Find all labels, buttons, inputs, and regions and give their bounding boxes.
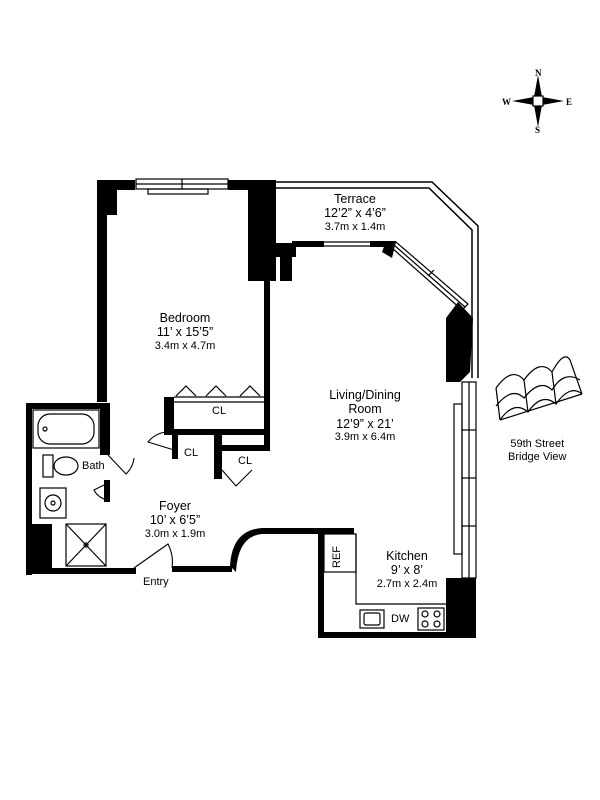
bath-sink (39, 487, 67, 519)
bridge-view-line2: Bridge View (508, 450, 567, 463)
interior-doors (93, 431, 253, 569)
ref-label: REF (331, 546, 343, 568)
bedroom-name: Bedroom (159, 311, 211, 325)
kitchen-label: Kitchen 9’ x 8’ 2.7m x 2.4m (362, 549, 452, 590)
closet-label-left: CL (184, 447, 199, 459)
closet-label-bedroom: CL (212, 405, 227, 417)
bedroom-label: Bedroom 11’ x 15’5” 3.4m x 4.7m (130, 311, 240, 352)
living-dining-name-room: Room (348, 402, 382, 417)
walls (26, 180, 476, 638)
living-dining-name: Living/Dining (329, 388, 401, 402)
dishwasher-label: DW (391, 613, 410, 625)
foyer-metric: 3.0m x 1.9m (144, 527, 206, 540)
closet-label-right: CL (238, 455, 253, 467)
kitchen-dimensions: 9’ x 8’ (390, 563, 424, 578)
terrace-dimensions: 12’2” x 4’6” (324, 206, 386, 221)
compass-rose-icon (512, 75, 564, 127)
bridge-view-icon (495, 356, 583, 421)
bridge-view-line1: 59th Street (510, 438, 565, 450)
kitchen-metric: 2.7m x 2.4m (376, 577, 438, 590)
entry-label: Entry (143, 576, 169, 588)
bedroom-dimensions: 11’ x 15’5” (156, 325, 214, 340)
compass-east: E (566, 97, 573, 107)
terrace-label: Terrace 12’2” x 4’6” 3.7m x 1.4m (300, 192, 410, 233)
foyer-dimensions: 10’ x 6’5” (149, 513, 201, 528)
bridge-view-label: 59th Street Bridge View (508, 438, 567, 463)
terrace-outline (276, 181, 479, 378)
terrace-name: Terrace (334, 192, 376, 206)
terrace-door (324, 241, 370, 247)
bathtub (32, 409, 100, 449)
diagonal-window (391, 241, 469, 311)
compass-north: N (535, 68, 542, 78)
toilet (42, 454, 79, 478)
living-dining-metric: 3.9m x 6.4m (334, 431, 396, 444)
kitchen-name: Kitchen (386, 549, 428, 563)
shower (65, 523, 107, 567)
east-windows (453, 381, 477, 579)
foyer-label: Foyer 10’ x 6’5” 3.0m x 1.9m (120, 499, 230, 540)
bedroom-closet-doors (174, 385, 266, 403)
compass-west: W (502, 97, 511, 107)
living-dining-dimensions: 12’9” x 21’ (336, 416, 394, 431)
compass-south: S (535, 125, 541, 135)
bath-label: Bath (82, 460, 105, 472)
foyer-name: Foyer (159, 499, 191, 513)
kitchen-fixtures (323, 533, 448, 631)
terrace-metric: 3.7m x 1.4m (324, 220, 386, 233)
bedroom-window (135, 178, 229, 195)
living-dining-label: Living/Dining Room 12’9” x 21’ 3.9m x 6.… (310, 388, 420, 444)
bedroom-metric: 3.4m x 4.7m (154, 339, 216, 352)
